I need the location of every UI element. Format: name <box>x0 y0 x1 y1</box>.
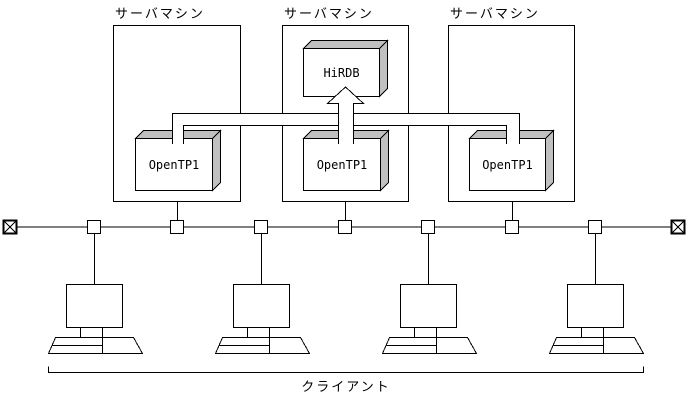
bus-tap-4 <box>338 220 352 234</box>
monitor-icon <box>567 284 624 328</box>
opentp1-middle-front-face <box>303 138 381 191</box>
clients-bracket <box>48 366 644 373</box>
client-workstation-1 <box>47 233 144 354</box>
clients-group-annotation: クライアント <box>48 366 644 394</box>
opentp1-to-hirdb-arrow <box>326 86 365 144</box>
opentp1-box-left: OpenTP1 <box>134 129 222 192</box>
up-arrow-outline <box>326 86 365 144</box>
pipe-fill <box>172 113 520 144</box>
client-workstation-2 <box>214 233 311 354</box>
lan-bus <box>2 201 686 235</box>
hirdb-box-top-face <box>302 40 389 49</box>
monitor-icon <box>66 284 123 328</box>
opentp1-right-front-face <box>469 138 546 191</box>
client-workstation-4 <box>548 233 645 354</box>
bus-tap-2 <box>170 220 184 234</box>
server-machine-1-label: サーバマシン <box>115 6 205 21</box>
monitor-icon <box>400 284 457 328</box>
hirdb-box-side-face <box>379 39 388 98</box>
hirdb-box: HiRDB <box>302 39 389 98</box>
terminator-left-x2 <box>3 220 17 234</box>
server-machine-2-label: サーバマシン <box>284 6 374 21</box>
hirdb-box-front-face <box>303 48 380 97</box>
opentp1-left-front-face <box>135 138 213 191</box>
bus-tap-3 <box>254 220 268 234</box>
server-machine-3-label: サーバマシン <box>450 6 540 21</box>
opentp1-middle-label: OpenTP1 <box>317 158 368 172</box>
opentp1-left-label: OpenTP1 <box>149 158 200 172</box>
bus-tap-1 <box>87 220 101 234</box>
hirdb-label: HiRDB <box>323 66 359 80</box>
clients-label: クライアント <box>301 379 390 394</box>
opentp1-right-label: OpenTP1 <box>482 158 533 172</box>
bus-terminator-left-icon <box>2 219 18 235</box>
terminator-right-x2 <box>671 220 685 234</box>
monitor-icon <box>233 284 290 328</box>
bus-terminator-right-icon <box>670 219 686 235</box>
opentp1-middle-side-face <box>380 129 389 192</box>
opentp1-right-side-face <box>545 129 554 192</box>
opentp1-left-side-face <box>212 129 221 192</box>
client-workstation-3 <box>381 233 478 354</box>
bus-tap-7 <box>588 220 602 234</box>
bus-tap-6 <box>505 220 519 234</box>
bus-tap-5 <box>421 220 435 234</box>
up-arrow-fill <box>327 87 364 144</box>
